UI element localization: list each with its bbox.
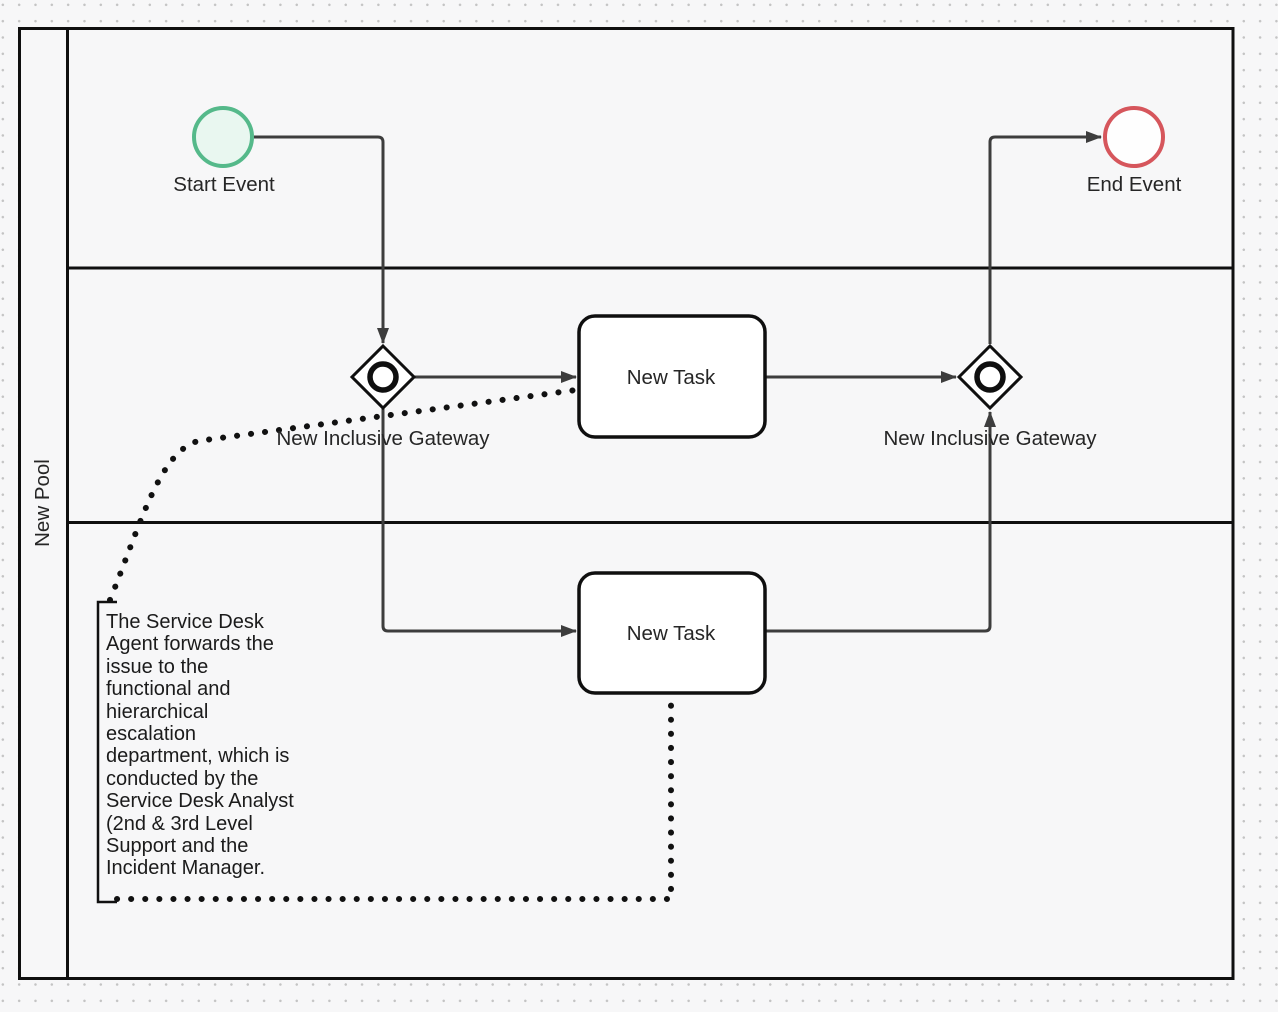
inclusive-gateway-left-label[interactable]: New Inclusive Gateway: [276, 427, 490, 450]
task-bottom-label: New Task: [627, 622, 716, 645]
inclusive-gateway-icon: [367, 361, 399, 393]
inclusive-gateway-right-label[interactable]: New Inclusive Gateway: [883, 427, 1097, 450]
text-annotation[interactable]: The Service Desk Agent forwards the issu…: [106, 611, 294, 880]
sequence-flow-task-bottom-to-gateway[interactable]: [765, 411, 996, 633]
pool[interactable]: [18, 27, 1235, 980]
task-top-label: New Task: [627, 366, 716, 389]
task-bottom[interactable]: [577, 571, 767, 695]
pool-label[interactable]: New Pool: [31, 459, 54, 547]
end-event-label[interactable]: End Event: [1087, 173, 1182, 196]
start-event[interactable]: [192, 106, 254, 168]
task-top[interactable]: [577, 314, 767, 439]
sequence-flow-gateway-to-task-bottom[interactable]: [381, 408, 577, 637]
inclusive-gateway-icon: [974, 361, 1006, 393]
sequence-flow-gateway-to-end[interactable]: [988, 131, 1102, 344]
inclusive-gateway-right[interactable]: [956, 343, 1024, 411]
annotation-bracket: [96, 600, 117, 904]
start-event-label[interactable]: Start Event: [173, 173, 275, 196]
sequence-flow-start-to-gateway[interactable]: [254, 135, 389, 344]
association-annotation-to-task-bottom[interactable]: [114, 696, 674, 902]
end-event[interactable]: [1103, 106, 1165, 168]
gateway-diamond[interactable]: [349, 343, 417, 411]
gateway-diamond[interactable]: [956, 343, 1024, 411]
inclusive-gateway-left[interactable]: [349, 343, 417, 411]
